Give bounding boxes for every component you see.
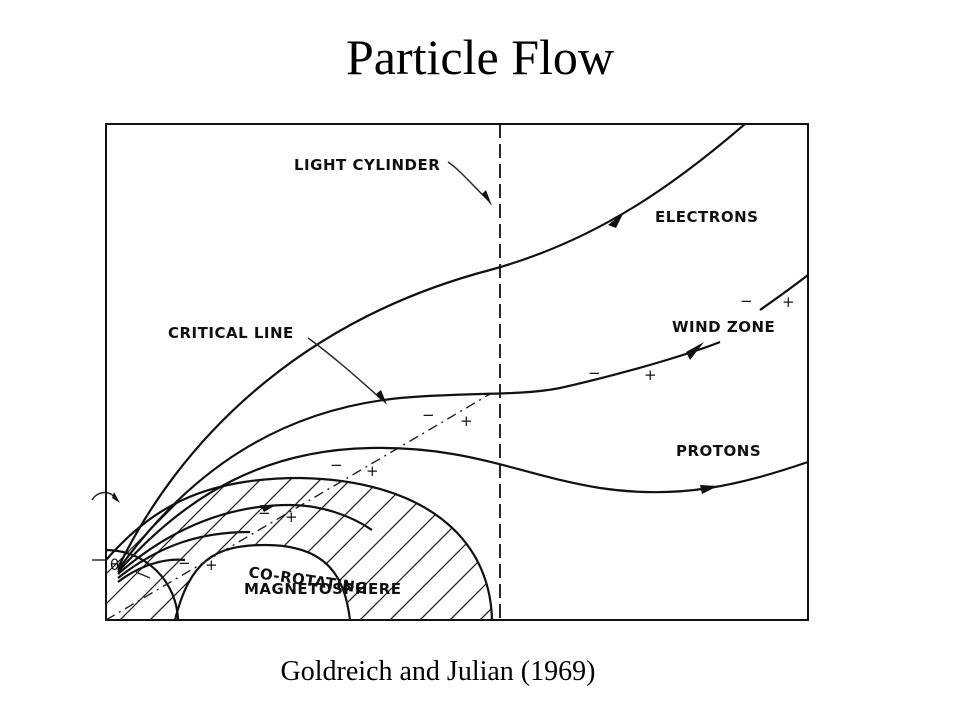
theta-pointer [135, 571, 151, 579]
inner-arrow-1 [260, 505, 276, 512]
figure-caption: Goldreich and Julian (1969) [280, 656, 596, 687]
label-electrons: ELECTRONS [655, 208, 758, 226]
corotating-boundary [105, 476, 494, 621]
sign-minus: − [330, 456, 343, 474]
proton-arrow [700, 485, 718, 494]
sign-minus: − [740, 292, 753, 310]
sign-minus: − [588, 364, 601, 382]
sign-minus: − [422, 406, 435, 424]
critical-line-pointer-head [376, 390, 387, 405]
label-light-cylinder: LIGHT CYLINDER [294, 156, 440, 174]
label-theta: θ₀ [110, 556, 125, 574]
label-critical-line: CRITICAL LINE [168, 324, 294, 342]
critical-line-pointer [307, 337, 383, 401]
sign-plus: + [205, 556, 218, 574]
sign-minus: − [178, 554, 191, 572]
plot-frame [105, 123, 809, 621]
star-surface [105, 548, 180, 621]
proton-field-line [117, 446, 809, 573]
sign-plus: + [285, 508, 298, 526]
sign-plus: + [644, 366, 657, 384]
label-magnetosphere: MAGNETOSPHERE [244, 580, 402, 598]
label-protons: PROTONS [676, 442, 761, 460]
sign-plus: + [782, 293, 795, 311]
critical-dashed-line [105, 393, 491, 621]
wind-arrow [686, 342, 704, 360]
label-wind-zone: WIND ZONE [672, 318, 775, 336]
rotation-axis-head [112, 492, 120, 503]
inner-field-line-2 [117, 530, 251, 579]
electron-field-line [117, 123, 746, 569]
sign-plus: + [366, 462, 379, 480]
inner-field-line-1 [117, 503, 373, 575]
light-cylinder-pointer [447, 161, 489, 201]
sign-minus: − [258, 504, 271, 522]
electron-arrow [608, 212, 624, 228]
wind-zone-stub [759, 274, 809, 311]
corotating-inner-boundary [173, 543, 352, 621]
sign-plus: + [460, 412, 473, 430]
rotation-axis-arrow [91, 491, 117, 501]
critical-field-line [117, 340, 721, 571]
slide-title: Particle Flow [345, 29, 615, 85]
inner-field-line-3 [117, 558, 186, 583]
light-cylinder-pointer-head [482, 190, 492, 206]
